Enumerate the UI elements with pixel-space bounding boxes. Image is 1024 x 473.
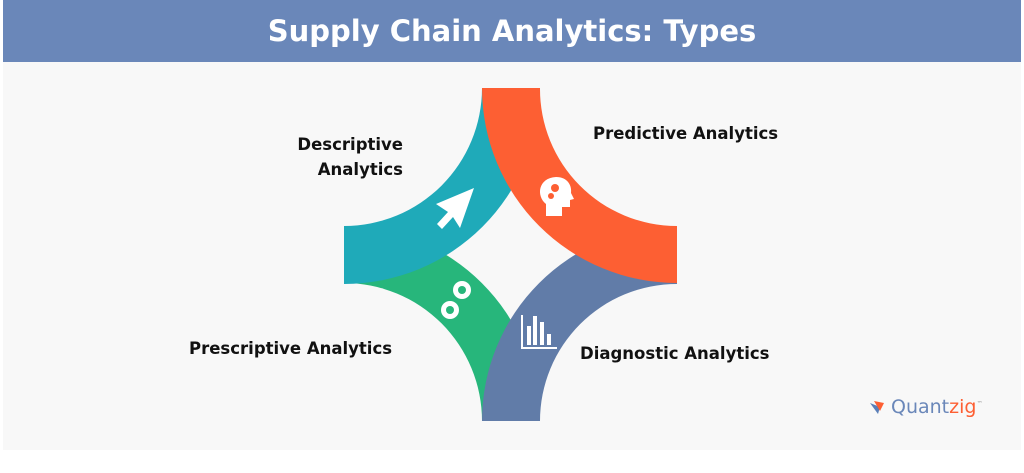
descriptive-label-line2: Analytics	[317, 160, 403, 179]
brain-gears-icon	[540, 177, 574, 216]
bar-chart-icon	[521, 315, 557, 349]
cursor-icon	[436, 188, 474, 229]
page-title: Supply Chain Analytics: Types	[3, 0, 1021, 62]
quantzig-logo: Quantzig™	[868, 396, 982, 418]
diagnostic-label: Diagnostic Analytics	[580, 344, 770, 363]
descriptive-label-line1: Descriptive	[297, 135, 403, 154]
logo-mark-icon	[870, 401, 884, 414]
prescriptive-label: Prescriptive Analytics	[189, 339, 393, 358]
gears-icon	[441, 281, 471, 319]
descriptive-label: Descriptive Analytics	[286, 132, 403, 182]
logo-tm: ™	[976, 400, 983, 408]
logo-text-quant: Quant	[891, 396, 950, 418]
predictive-label: Predictive Analytics	[593, 124, 779, 143]
logo-text-zig: zig	[949, 396, 977, 418]
predictive-segment	[482, 88, 677, 283]
